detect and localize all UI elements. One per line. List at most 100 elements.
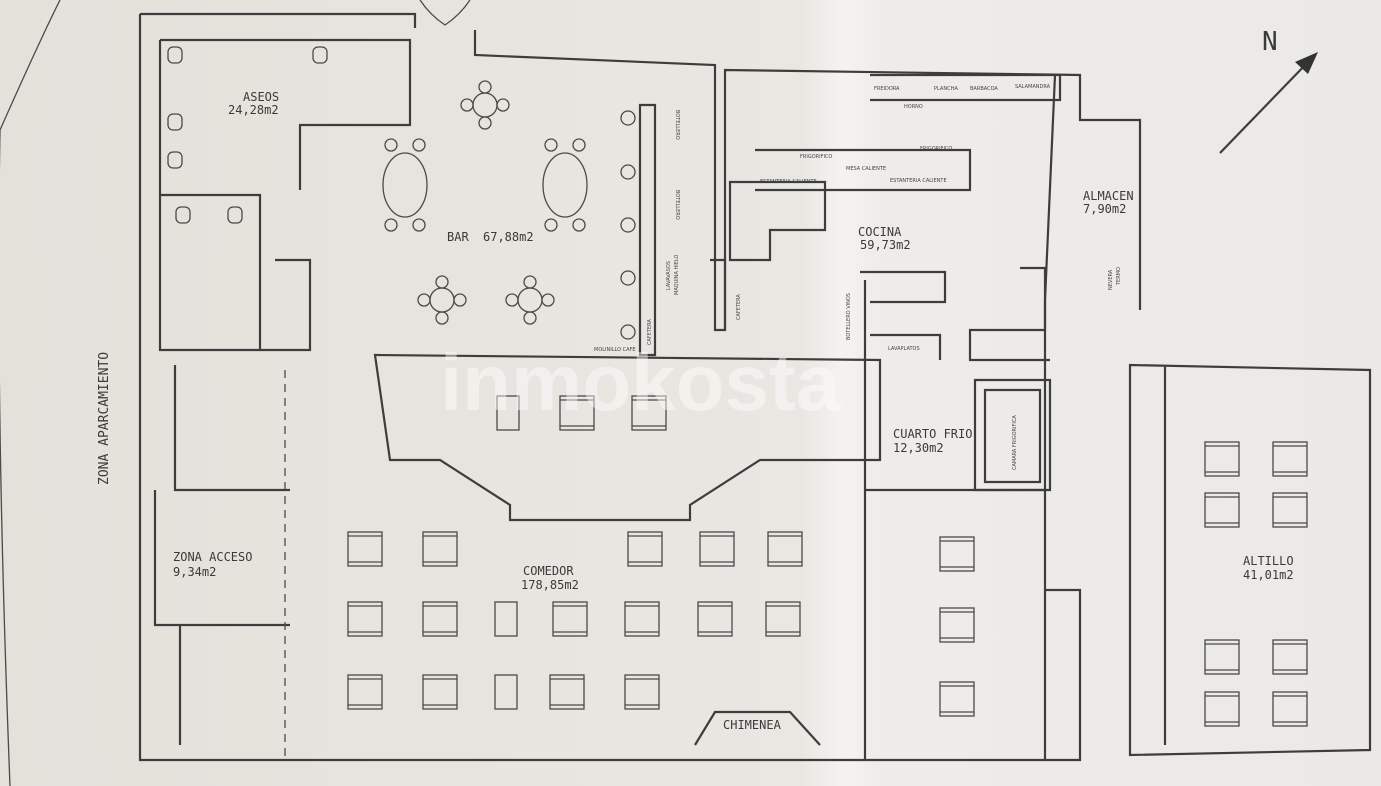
room-cocina-name: COCINA bbox=[858, 225, 902, 239]
room-aseos-area: 24,28m2 bbox=[228, 103, 279, 117]
oval-table bbox=[382, 152, 428, 218]
chair bbox=[417, 293, 431, 307]
room-almacen-area: 7,90m2 bbox=[1083, 202, 1126, 216]
fixture-label: FRIGORIFICO bbox=[920, 146, 952, 152]
bar-stool bbox=[620, 110, 636, 126]
zona-aparcamiento-label: ZONA APARCAMIENTO bbox=[97, 352, 112, 485]
table bbox=[767, 531, 803, 567]
fixture-label: BOTELLERO bbox=[674, 110, 680, 140]
table bbox=[559, 395, 595, 431]
table bbox=[697, 601, 733, 637]
room-bar-area: 67,88m2 bbox=[483, 230, 534, 244]
chair bbox=[478, 116, 492, 130]
room-zona-acceso-name: ZONA ACCESO bbox=[173, 550, 252, 564]
table bbox=[624, 601, 660, 637]
toilet bbox=[312, 46, 328, 64]
table bbox=[347, 531, 383, 567]
table bbox=[549, 674, 585, 710]
room-altillo-area: 41,01m2 bbox=[1243, 568, 1294, 582]
paper-edge bbox=[0, 0, 61, 131]
bar-stool bbox=[620, 164, 636, 180]
room-altillo-name: ALTILLO bbox=[1243, 554, 1294, 568]
table bbox=[1272, 492, 1308, 528]
bar-stool bbox=[620, 217, 636, 233]
table bbox=[347, 674, 383, 710]
chair bbox=[435, 275, 449, 289]
fixture-label: LAVAPLATOS bbox=[888, 346, 920, 352]
table bbox=[1272, 639, 1308, 675]
fixture-label: CAFETERA bbox=[647, 319, 653, 345]
table bbox=[494, 601, 518, 637]
oval-table bbox=[542, 152, 588, 218]
toilet bbox=[167, 151, 183, 169]
table bbox=[422, 674, 458, 710]
table bbox=[1272, 691, 1308, 727]
fixture-label: BOTELLERO bbox=[674, 190, 680, 220]
table bbox=[765, 601, 801, 637]
table bbox=[1204, 492, 1240, 528]
room-aseos-name: ASEOS bbox=[243, 90, 279, 104]
chair bbox=[505, 293, 519, 307]
toilet bbox=[167, 113, 183, 131]
fixture-label: ESTANTERIA CALIENTE bbox=[760, 179, 817, 185]
fixture-label: BARBACOA bbox=[970, 86, 998, 92]
table bbox=[422, 601, 458, 637]
chair bbox=[523, 311, 537, 325]
table bbox=[627, 531, 663, 567]
room-cuarto-frio-area: 12,30m2 bbox=[893, 441, 944, 455]
fixture-label: HORNO bbox=[904, 104, 923, 110]
bar-stool bbox=[620, 324, 636, 340]
fixture-label: LAVAVASOS bbox=[666, 261, 672, 290]
fixture-label: CAMARA FRIGORIFICA bbox=[1012, 415, 1018, 470]
chair bbox=[572, 218, 586, 232]
table bbox=[552, 601, 588, 637]
fixture-label: ESTANTERIA CALIENTE bbox=[890, 178, 947, 184]
toilet bbox=[167, 46, 183, 64]
watermark: inmokosta bbox=[440, 338, 841, 427]
fixture-label: FRIGORIFICO bbox=[800, 154, 832, 160]
table bbox=[939, 681, 975, 717]
table bbox=[422, 531, 458, 567]
chair bbox=[541, 293, 555, 307]
chair bbox=[544, 138, 558, 152]
toilet bbox=[227, 206, 243, 224]
table bbox=[1204, 639, 1240, 675]
table bbox=[624, 674, 660, 710]
walls bbox=[138, 0, 1372, 762]
fixture-label: BOTELLERO VINOS bbox=[846, 293, 852, 340]
north-label: N bbox=[1262, 27, 1278, 57]
room-cocina-area: 59,73m2 bbox=[860, 238, 911, 252]
table bbox=[699, 531, 735, 567]
room-bar-name: BAR bbox=[447, 230, 469, 244]
chair bbox=[496, 98, 510, 112]
north-arrow: N bbox=[1219, 27, 1318, 154]
chair bbox=[523, 275, 537, 289]
chair bbox=[544, 218, 558, 232]
chair bbox=[412, 218, 426, 232]
fixture-label: PLANCHA bbox=[934, 86, 958, 92]
chair bbox=[412, 138, 426, 152]
fixture-label: SALAMANDRA bbox=[1015, 84, 1051, 90]
chair bbox=[453, 293, 467, 307]
fixture-labels: FREIDORA HORNO PLANCHA BARBACOA SALAMAND… bbox=[594, 84, 1122, 470]
chair bbox=[460, 98, 474, 112]
room-comedor-area: 178,85m2 bbox=[521, 578, 579, 592]
table bbox=[1204, 441, 1240, 477]
fixture-label: FREIDORA bbox=[874, 86, 900, 92]
room-comedor-name: COMEDOR bbox=[523, 564, 574, 578]
toilet bbox=[175, 206, 191, 224]
fixture-label: MESA CALIENTE bbox=[846, 166, 886, 172]
paper-edge bbox=[0, 130, 11, 786]
table bbox=[1204, 691, 1240, 727]
chair bbox=[572, 138, 586, 152]
fixture-label: MOLINILLO CAFE bbox=[594, 347, 636, 353]
chair bbox=[435, 311, 449, 325]
table bbox=[939, 607, 975, 643]
room-labels: ASEOS 24,28m2 BAR 67,88m2 COCINA 59,73m2… bbox=[173, 90, 1294, 732]
chair bbox=[384, 218, 398, 232]
room-zona-acceso-area: 9,34m2 bbox=[173, 565, 216, 579]
fixture-label: TERMO bbox=[1116, 267, 1122, 286]
chair bbox=[478, 80, 492, 94]
